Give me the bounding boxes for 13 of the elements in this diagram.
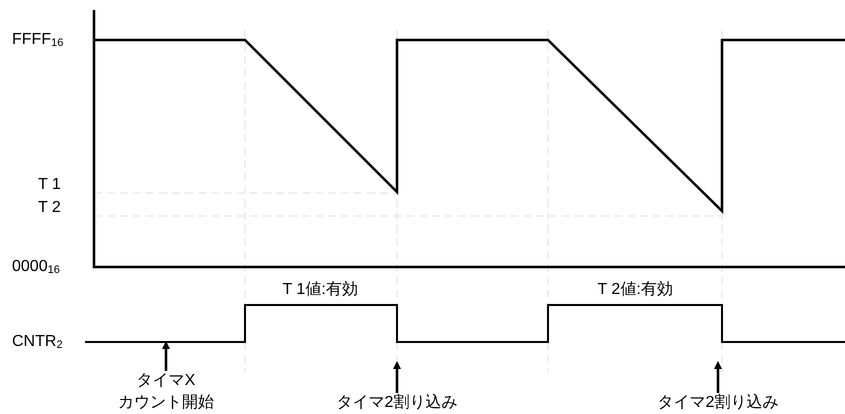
threshold-label: T 1 (38, 176, 61, 194)
threshold-label: T 2 (38, 199, 61, 217)
axis-max-label: FFFF$_{16}$ (12, 31, 64, 50)
phase-label: T 1値:有効 (282, 281, 358, 299)
event-label: タイマ2割り込み (336, 392, 458, 414)
phase-label: T 2値:有効 (598, 281, 673, 299)
event-label: タイマX カウント開始 (118, 370, 214, 414)
arrow (393, 361, 401, 393)
event-label: タイマ2割り込み (658, 392, 778, 414)
signal-name: CNTR$_{2}$ (12, 333, 63, 352)
axis-min-label: 0000$_{16}$ (12, 258, 60, 277)
arrow (714, 361, 722, 393)
arrow (162, 341, 170, 371)
